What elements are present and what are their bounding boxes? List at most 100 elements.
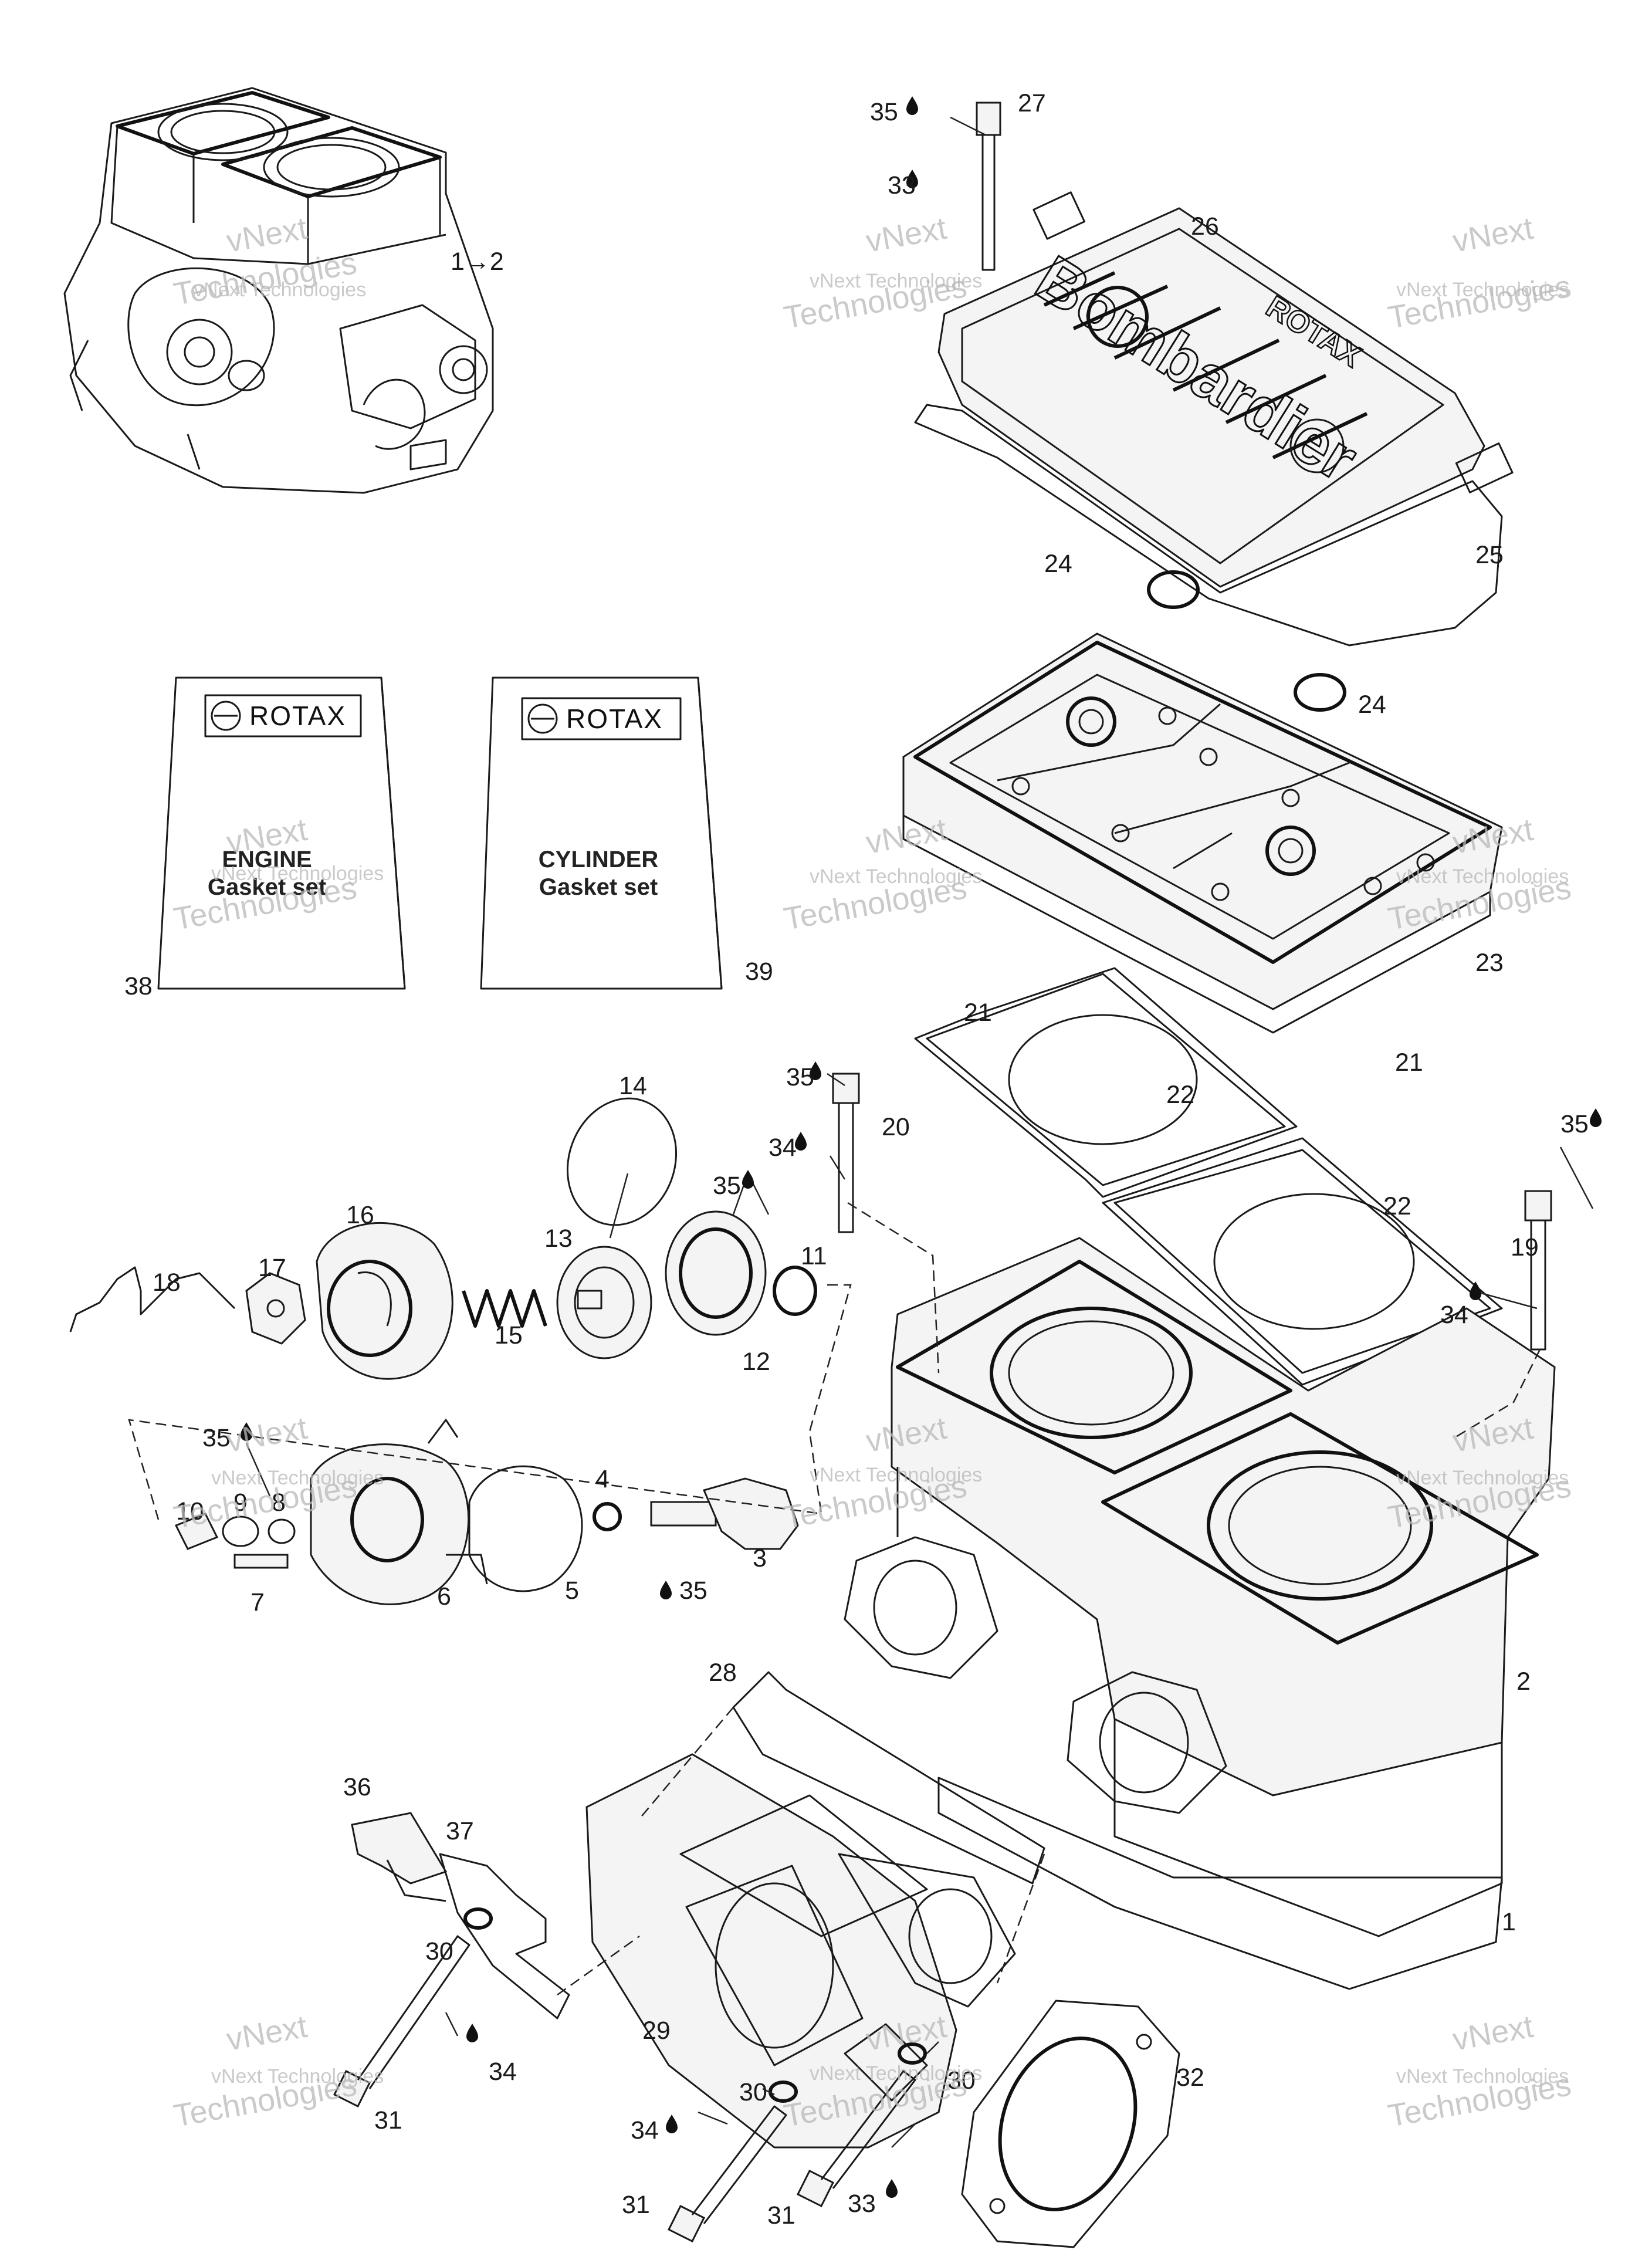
callout-label: 39 (745, 958, 773, 986)
washer (769, 2081, 798, 2103)
rotary-valve-spring (69, 1266, 236, 1332)
svg-text:vNext Technologies: vNext Technologies (810, 865, 982, 888)
bolt (333, 1935, 470, 2108)
callout-label: 31 (374, 2106, 402, 2134)
callout-label: 1→2 (451, 248, 504, 276)
callout-label: 3 (753, 1544, 767, 1572)
callout-label: 5 (565, 1577, 579, 1605)
callout-label: 34 (631, 2116, 659, 2144)
manual-title: ENGINE (222, 847, 312, 872)
callout-label: 19 (1511, 1233, 1539, 1261)
cover-gasket (468, 1465, 583, 1592)
head-gasket-inner (1113, 1149, 1491, 1374)
svg-text:vNext: vNext (864, 812, 949, 861)
callout-label: 15 (495, 1321, 523, 1349)
callout-label: 16 (346, 1201, 374, 1229)
exhaust-gasket (732, 1671, 1045, 1885)
callout-label: 38 (124, 972, 153, 1000)
cylinder-head-cover: Bombardier ROTAX (937, 191, 1514, 588)
svg-text:vNext Technologies: vNext Technologies (810, 270, 982, 292)
callout-label: 34 (1440, 1301, 1468, 1329)
manual-subtitle: Gasket set (208, 874, 326, 900)
drop-icon (1470, 1281, 1481, 1300)
bolt (832, 1073, 860, 1233)
assembly-connector-lines (128, 1202, 1541, 1996)
callout-label: 36 (343, 1773, 371, 1801)
callout-label: 34 (769, 1134, 797, 1162)
svg-text:vNext Technologies: vNext Technologies (1396, 1467, 1569, 1489)
svg-text:vNext Technologies: vNext Technologies (810, 2062, 982, 2085)
callout-label: 24 (1358, 691, 1386, 719)
callout-label: 22 (1166, 1081, 1194, 1109)
callout-label: 14 (619, 1072, 647, 1100)
exhaust-manifold (585, 1753, 1016, 2149)
callout-label: 24 (1044, 550, 1072, 578)
seal-cup (556, 1246, 652, 1359)
svg-text:vNext Technologies: vNext Technologies (1396, 2065, 1569, 2088)
callout-label: 6 (437, 1582, 451, 1611)
callout-label: 17 (258, 1254, 286, 1282)
exhaust-flange-gasket (961, 2000, 1180, 2248)
pump-shaft (650, 1477, 799, 1550)
head-gasket (1102, 1137, 1503, 1386)
callout-label: 30 (947, 2066, 976, 2095)
fitting (174, 1513, 219, 1550)
callout-label: 10 (176, 1497, 204, 1525)
callout-label: 32 (1176, 2063, 1204, 2092)
drop-icon (466, 2024, 478, 2042)
o-ring (773, 1266, 817, 1316)
head-gasket-inner (926, 973, 1286, 1186)
manual-brand: ROTAX (249, 701, 346, 731)
callout-label: 8 (272, 1489, 286, 1517)
callout-label: 18 (153, 1268, 181, 1297)
manual-subtitle: Gasket set (539, 874, 658, 900)
callout-label: 35 (713, 1172, 741, 1200)
callout-label: 28 (709, 1659, 737, 1687)
cover-gasket (914, 404, 1503, 647)
svg-text:vNext Technologies: vNext Technologies (194, 279, 366, 301)
o-ring (1147, 570, 1200, 609)
callout-label: 2 (1516, 1667, 1531, 1696)
engine-assembly-thumbnail (63, 87, 494, 494)
pump-housing (316, 1222, 453, 1380)
callout-label: 7 (250, 1588, 265, 1616)
callout-label: 12 (742, 1348, 770, 1376)
callout-label: 1 (1502, 1908, 1516, 1936)
cylinder-o-ring (1008, 1014, 1198, 1145)
cylinder-block (844, 1237, 1556, 1990)
callout-label: 33 (888, 171, 916, 199)
svg-text:vNext Technologies: vNext Technologies (810, 1464, 982, 1486)
manual-title: CYLINDER (539, 847, 659, 872)
water-pump-cover (310, 1419, 488, 1605)
callout-label: 33 (848, 2190, 876, 2218)
svg-text:vNext Technologies: vNext Technologies (1396, 279, 1569, 301)
drop-icon (795, 1132, 807, 1151)
callout-label: 29 (642, 2017, 671, 2045)
spring (462, 1289, 547, 1328)
callout-label: 30 (425, 1937, 453, 1966)
callout-label: 37 (446, 1817, 474, 1845)
o-ring (593, 1502, 622, 1531)
washer (463, 1907, 493, 1930)
part-callouts: 1→2 1 2 3 4 5 6 7 8 9 10 11 12 13 14 15 … (124, 89, 1589, 2230)
svg-text:vNext: vNext (224, 1410, 310, 1459)
drop-icon (666, 2115, 678, 2133)
drop-icon (742, 1170, 754, 1189)
head-gasket (914, 967, 1298, 1198)
svg-text:vNext: vNext (1450, 211, 1536, 259)
housing-gasket (566, 1097, 678, 1226)
bolt (976, 102, 1001, 271)
drop-icon (660, 1581, 672, 1599)
svg-text:vNext Technologies: vNext Technologies (1396, 865, 1569, 888)
svg-text:vNext Technologies: vNext Technologies (211, 1467, 384, 1489)
callout-label: 11 (801, 1242, 827, 1270)
callout-label: 22 (1383, 1192, 1411, 1220)
drop-icon (1590, 1108, 1602, 1127)
callout-label: 35 (202, 1424, 231, 1452)
bolt (667, 2105, 787, 2243)
bolt (1524, 1190, 1552, 1351)
callout-label: 31 (767, 2201, 795, 2230)
callout-label: 31 (622, 2191, 650, 2219)
impeller (245, 1272, 306, 1345)
